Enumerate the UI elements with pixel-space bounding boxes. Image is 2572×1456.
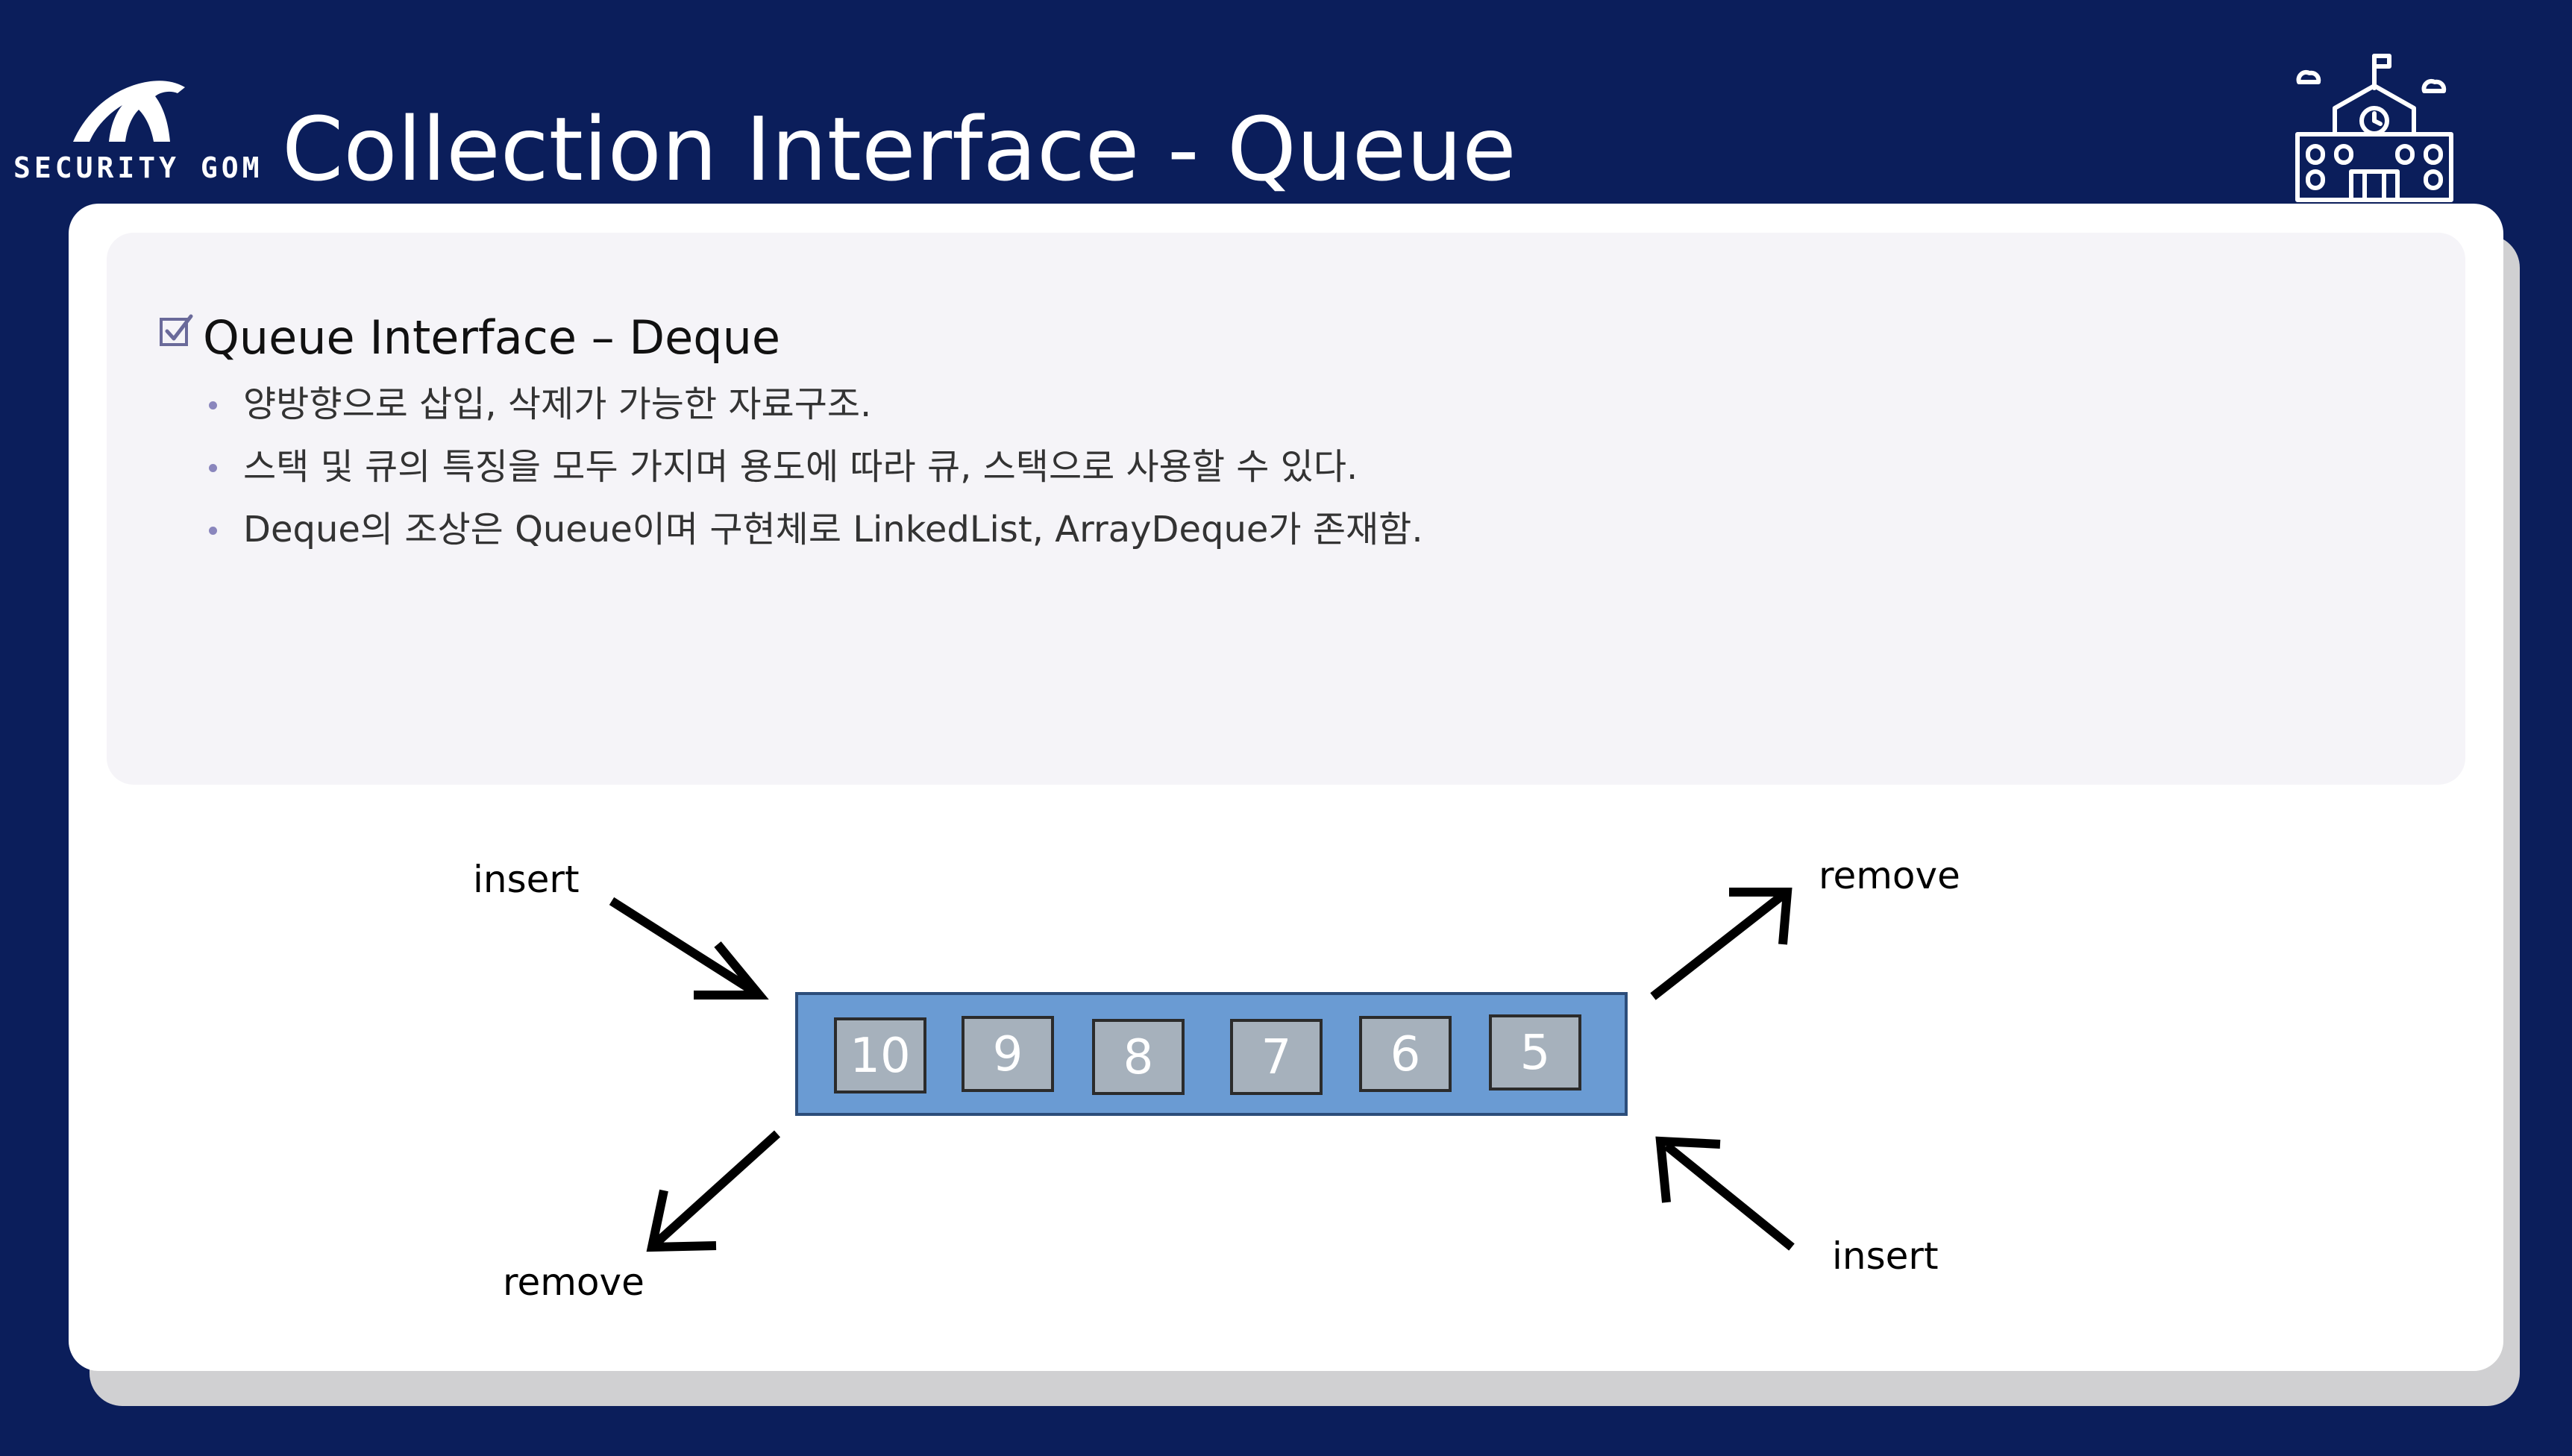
deque-container [795,992,1628,1116]
deque-cell: 5 [1489,1014,1581,1091]
brand-logo: SECURITY GOM [13,71,260,190]
page-title: Collection Interface - Queue [282,98,1516,201]
section-heading: Queue Interface – Deque [203,310,781,365]
insert-right-arrow-icon [1655,1136,1795,1251]
insert-right-label: insert [1832,1234,1939,1278]
remove-right-label: remove [1819,854,1960,897]
insert-left-label: insert [473,858,580,901]
deque-cell: 7 [1230,1019,1323,1095]
bullet-item: 양방향으로 삽입, 삭제가 가능한 자료구조. [203,373,1423,436]
text-panel [107,233,2465,785]
bullet-item: Deque의 조상은 Queue이며 구현체로 LinkedList, Arra… [203,498,1423,561]
brand-text: SECURITY GOM [13,151,263,184]
checkbox-icon [160,314,193,346]
deque-cell: 10 [834,1017,926,1093]
school-building-icon [2290,54,2459,209]
remove-right-arrow-icon [1650,888,1792,1000]
polar-bear-icon [73,81,185,142]
remove-left-label: remove [503,1261,644,1304]
bullet-item: 스택 및 큐의 특징을 모두 가지며 용도에 따라 큐, 스택으로 사용할 수 … [203,436,1423,498]
remove-left-arrow-icon [646,1130,781,1252]
deque-cell: 9 [962,1016,1054,1092]
bullet-list: 양방향으로 삽입, 삭제가 가능한 자료구조. 스택 및 큐의 특징을 모두 가… [203,373,1423,561]
insert-left-arrow-icon [609,897,769,1000]
deque-cell: 8 [1092,1019,1185,1095]
deque-cell: 6 [1359,1016,1452,1092]
